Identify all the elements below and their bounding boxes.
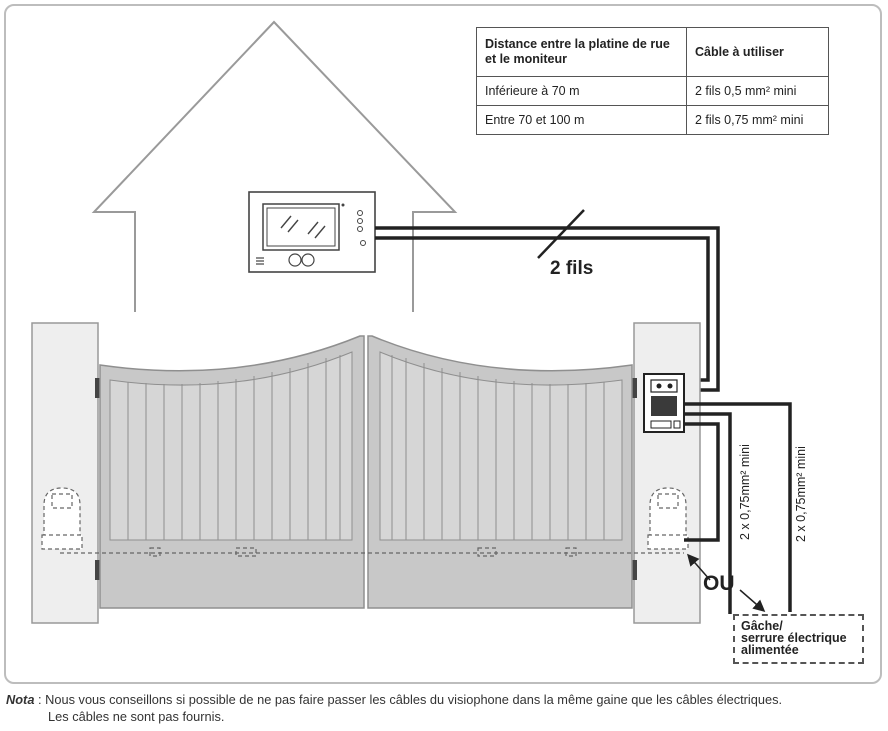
note-tag: Nota xyxy=(6,692,35,707)
cable-spec-table: Distance entre la platine de rue et le m… xyxy=(476,27,829,135)
right-gate-leaf xyxy=(367,335,633,609)
note-line1: : Nous vous conseillons si possible de n… xyxy=(38,692,783,707)
row-distance: Inférieure à 70 m xyxy=(476,76,687,106)
electric-lock-box: Gâche/ serrure électrique alimentée xyxy=(733,614,864,664)
right-pillar xyxy=(633,322,701,624)
header-cable: Câble à utiliser xyxy=(686,27,829,77)
lock-label-line3: alimentée xyxy=(741,643,799,657)
cable-station-to-lock xyxy=(684,402,792,614)
house-outline xyxy=(91,20,458,312)
or-label: OU xyxy=(703,572,735,595)
right-motor-icon xyxy=(647,487,689,550)
wire-spec-label-2: 2 x 0,75mm² mini xyxy=(794,446,808,542)
monitor-icon xyxy=(248,191,376,273)
row-cable: 2 fils 0,5 mm² mini xyxy=(686,76,829,106)
diagram-frame xyxy=(4,4,882,684)
left-gate-leaf xyxy=(99,335,365,609)
hinges xyxy=(95,378,637,580)
note-line2: Les câbles ne sont pas fournis. xyxy=(48,709,225,724)
motor-arm-dashed xyxy=(60,547,684,557)
table-header-row: Distance entre la platine de rue et le m… xyxy=(476,27,829,77)
two-wires-label: 2 fils xyxy=(550,258,594,279)
header-distance: Distance entre la platine de rue et le m… xyxy=(476,27,687,77)
wire-spec-label-1: 2 x 0,75mm² mini xyxy=(738,444,752,540)
door-station-icon xyxy=(643,373,685,433)
row-cable: 2 fils 0,75 mm² mini xyxy=(686,105,829,135)
row-distance: Entre 70 et 100 m xyxy=(476,105,687,135)
note-text: Nota : Nous vous conseillons si possible… xyxy=(6,691,882,725)
lock-label-line1: Gâche/ xyxy=(741,619,783,633)
lock-label-line2: serrure électrique xyxy=(741,631,847,645)
left-motor-icon xyxy=(41,487,83,550)
or-arrows xyxy=(687,553,766,612)
left-pillar xyxy=(31,322,99,624)
table-row: Inférieure à 70 m 2 fils 0,5 mm² mini xyxy=(476,76,829,106)
table-row: Entre 70 et 100 m 2 fils 0,75 mm² mini xyxy=(476,105,829,135)
